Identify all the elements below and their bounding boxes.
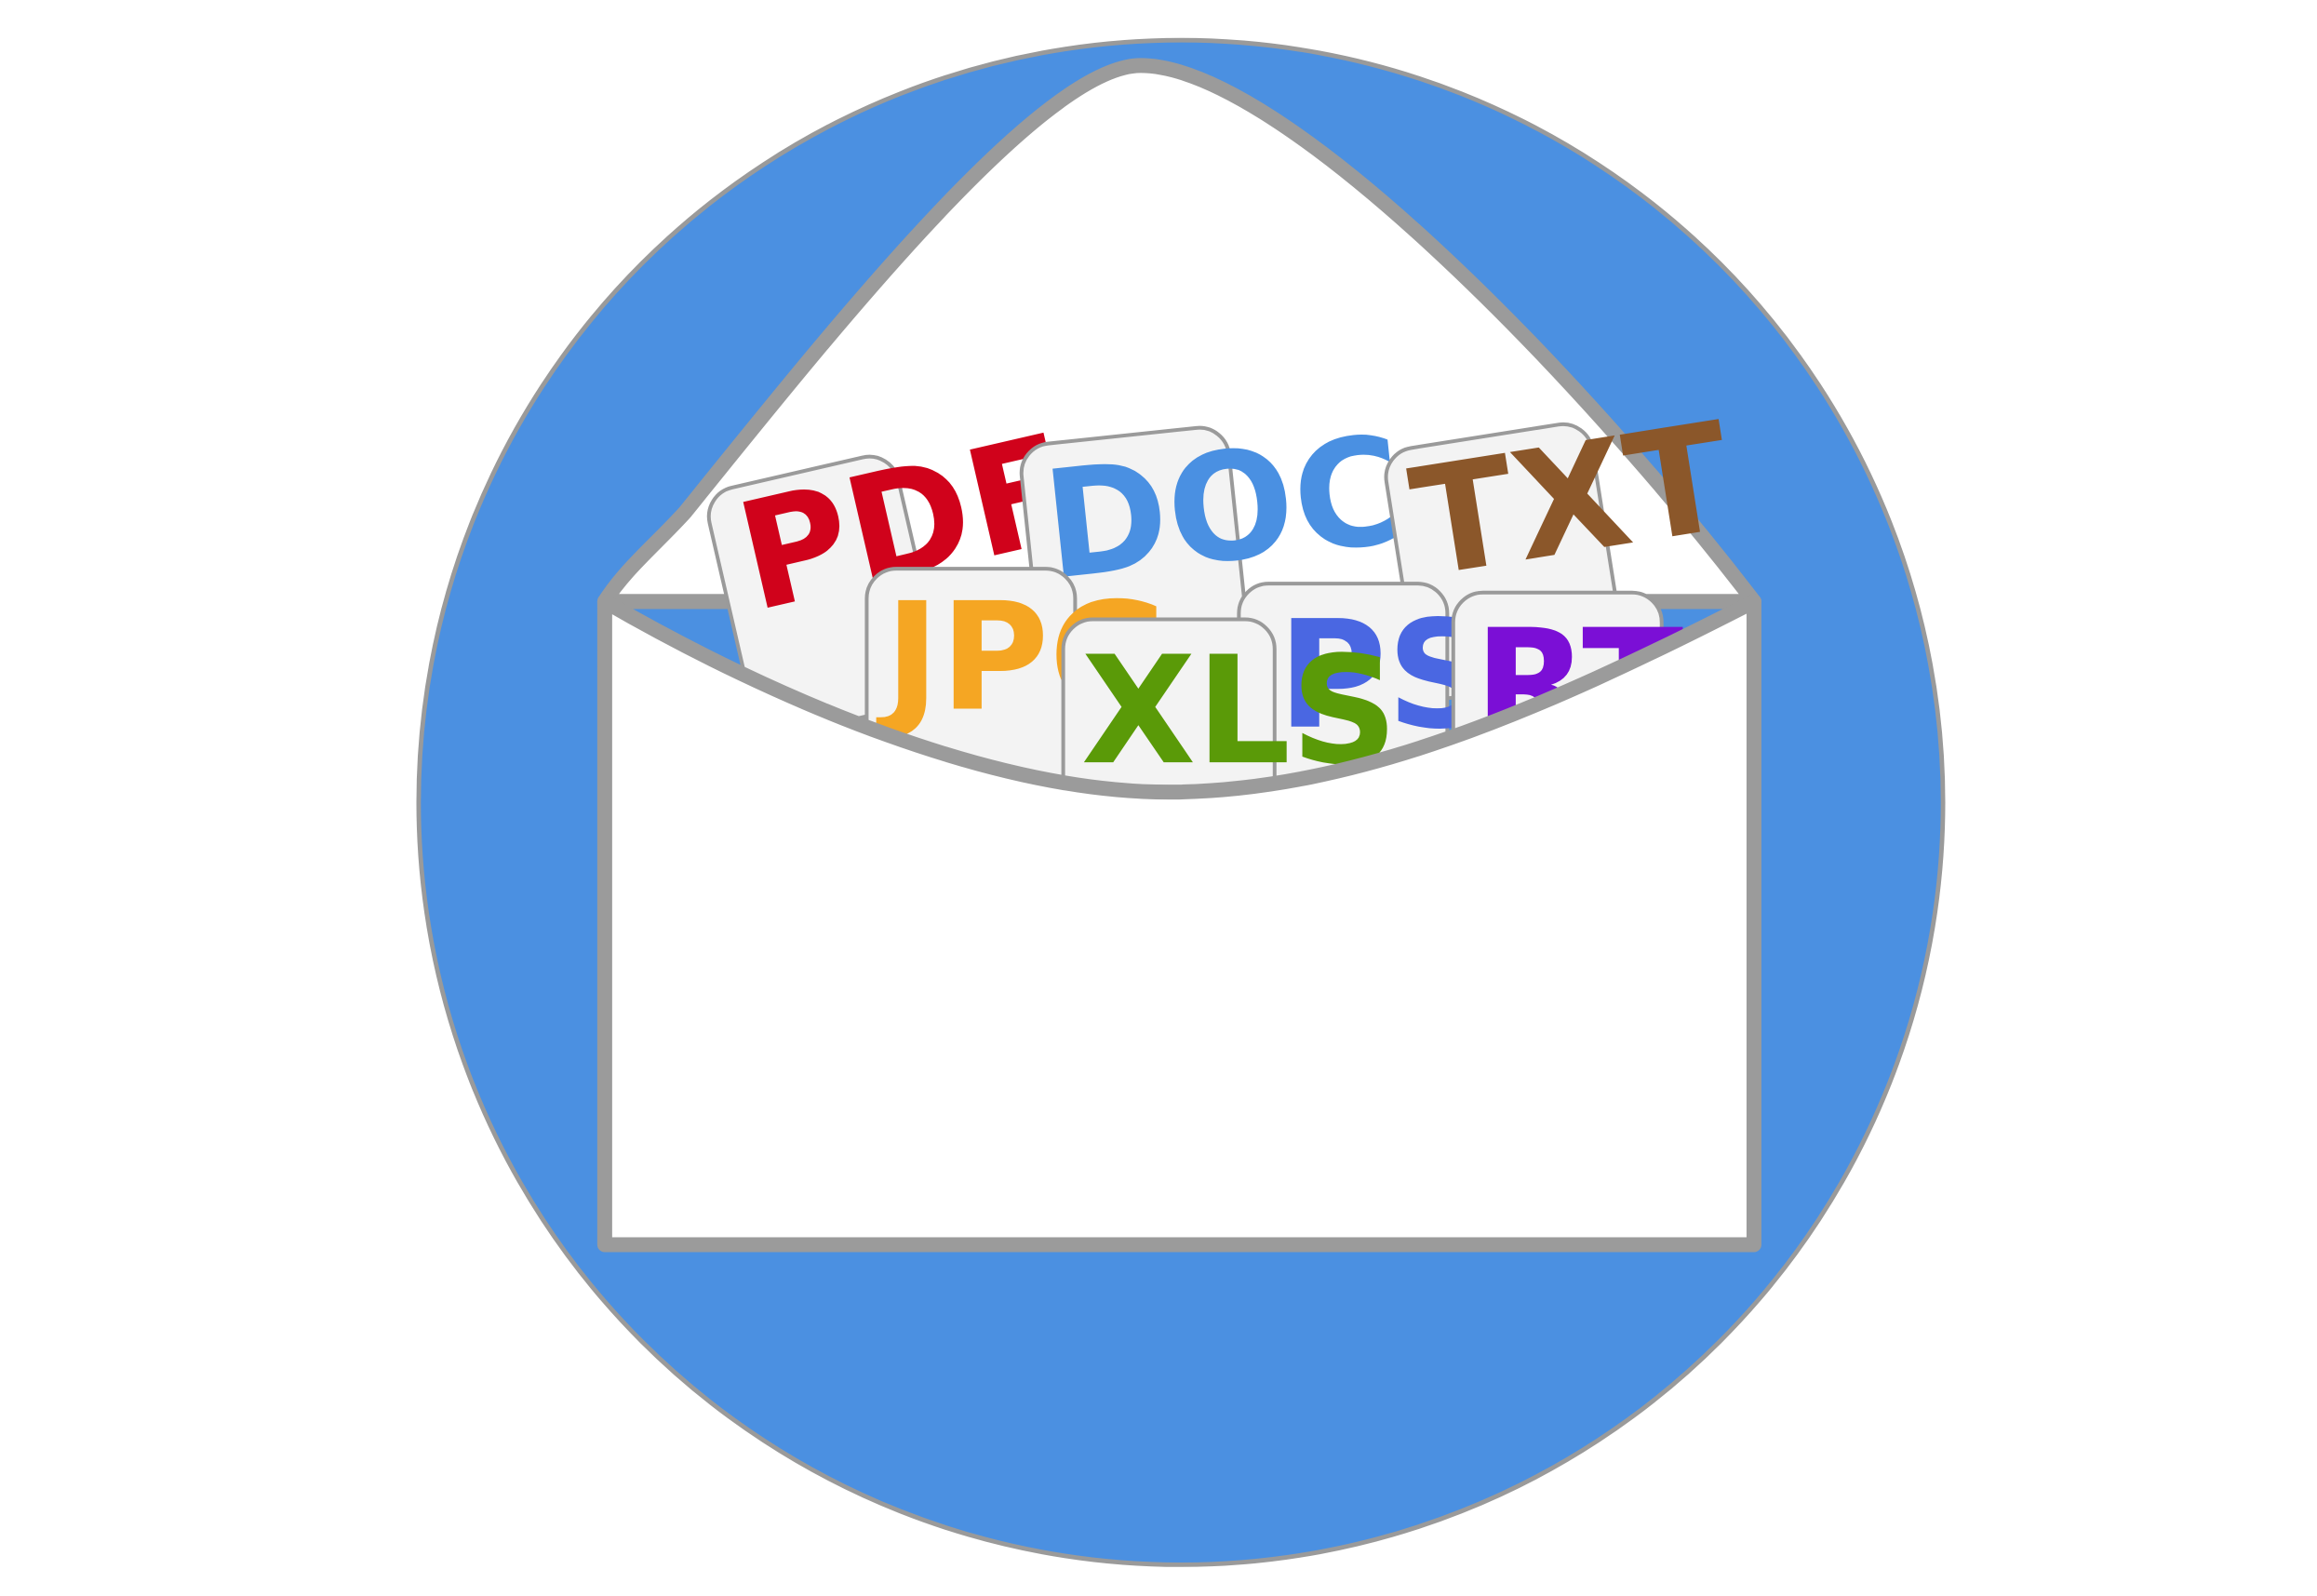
envelope-front: [596, 594, 1761, 1253]
file-label-doc: DOC: [1036, 404, 1412, 613]
